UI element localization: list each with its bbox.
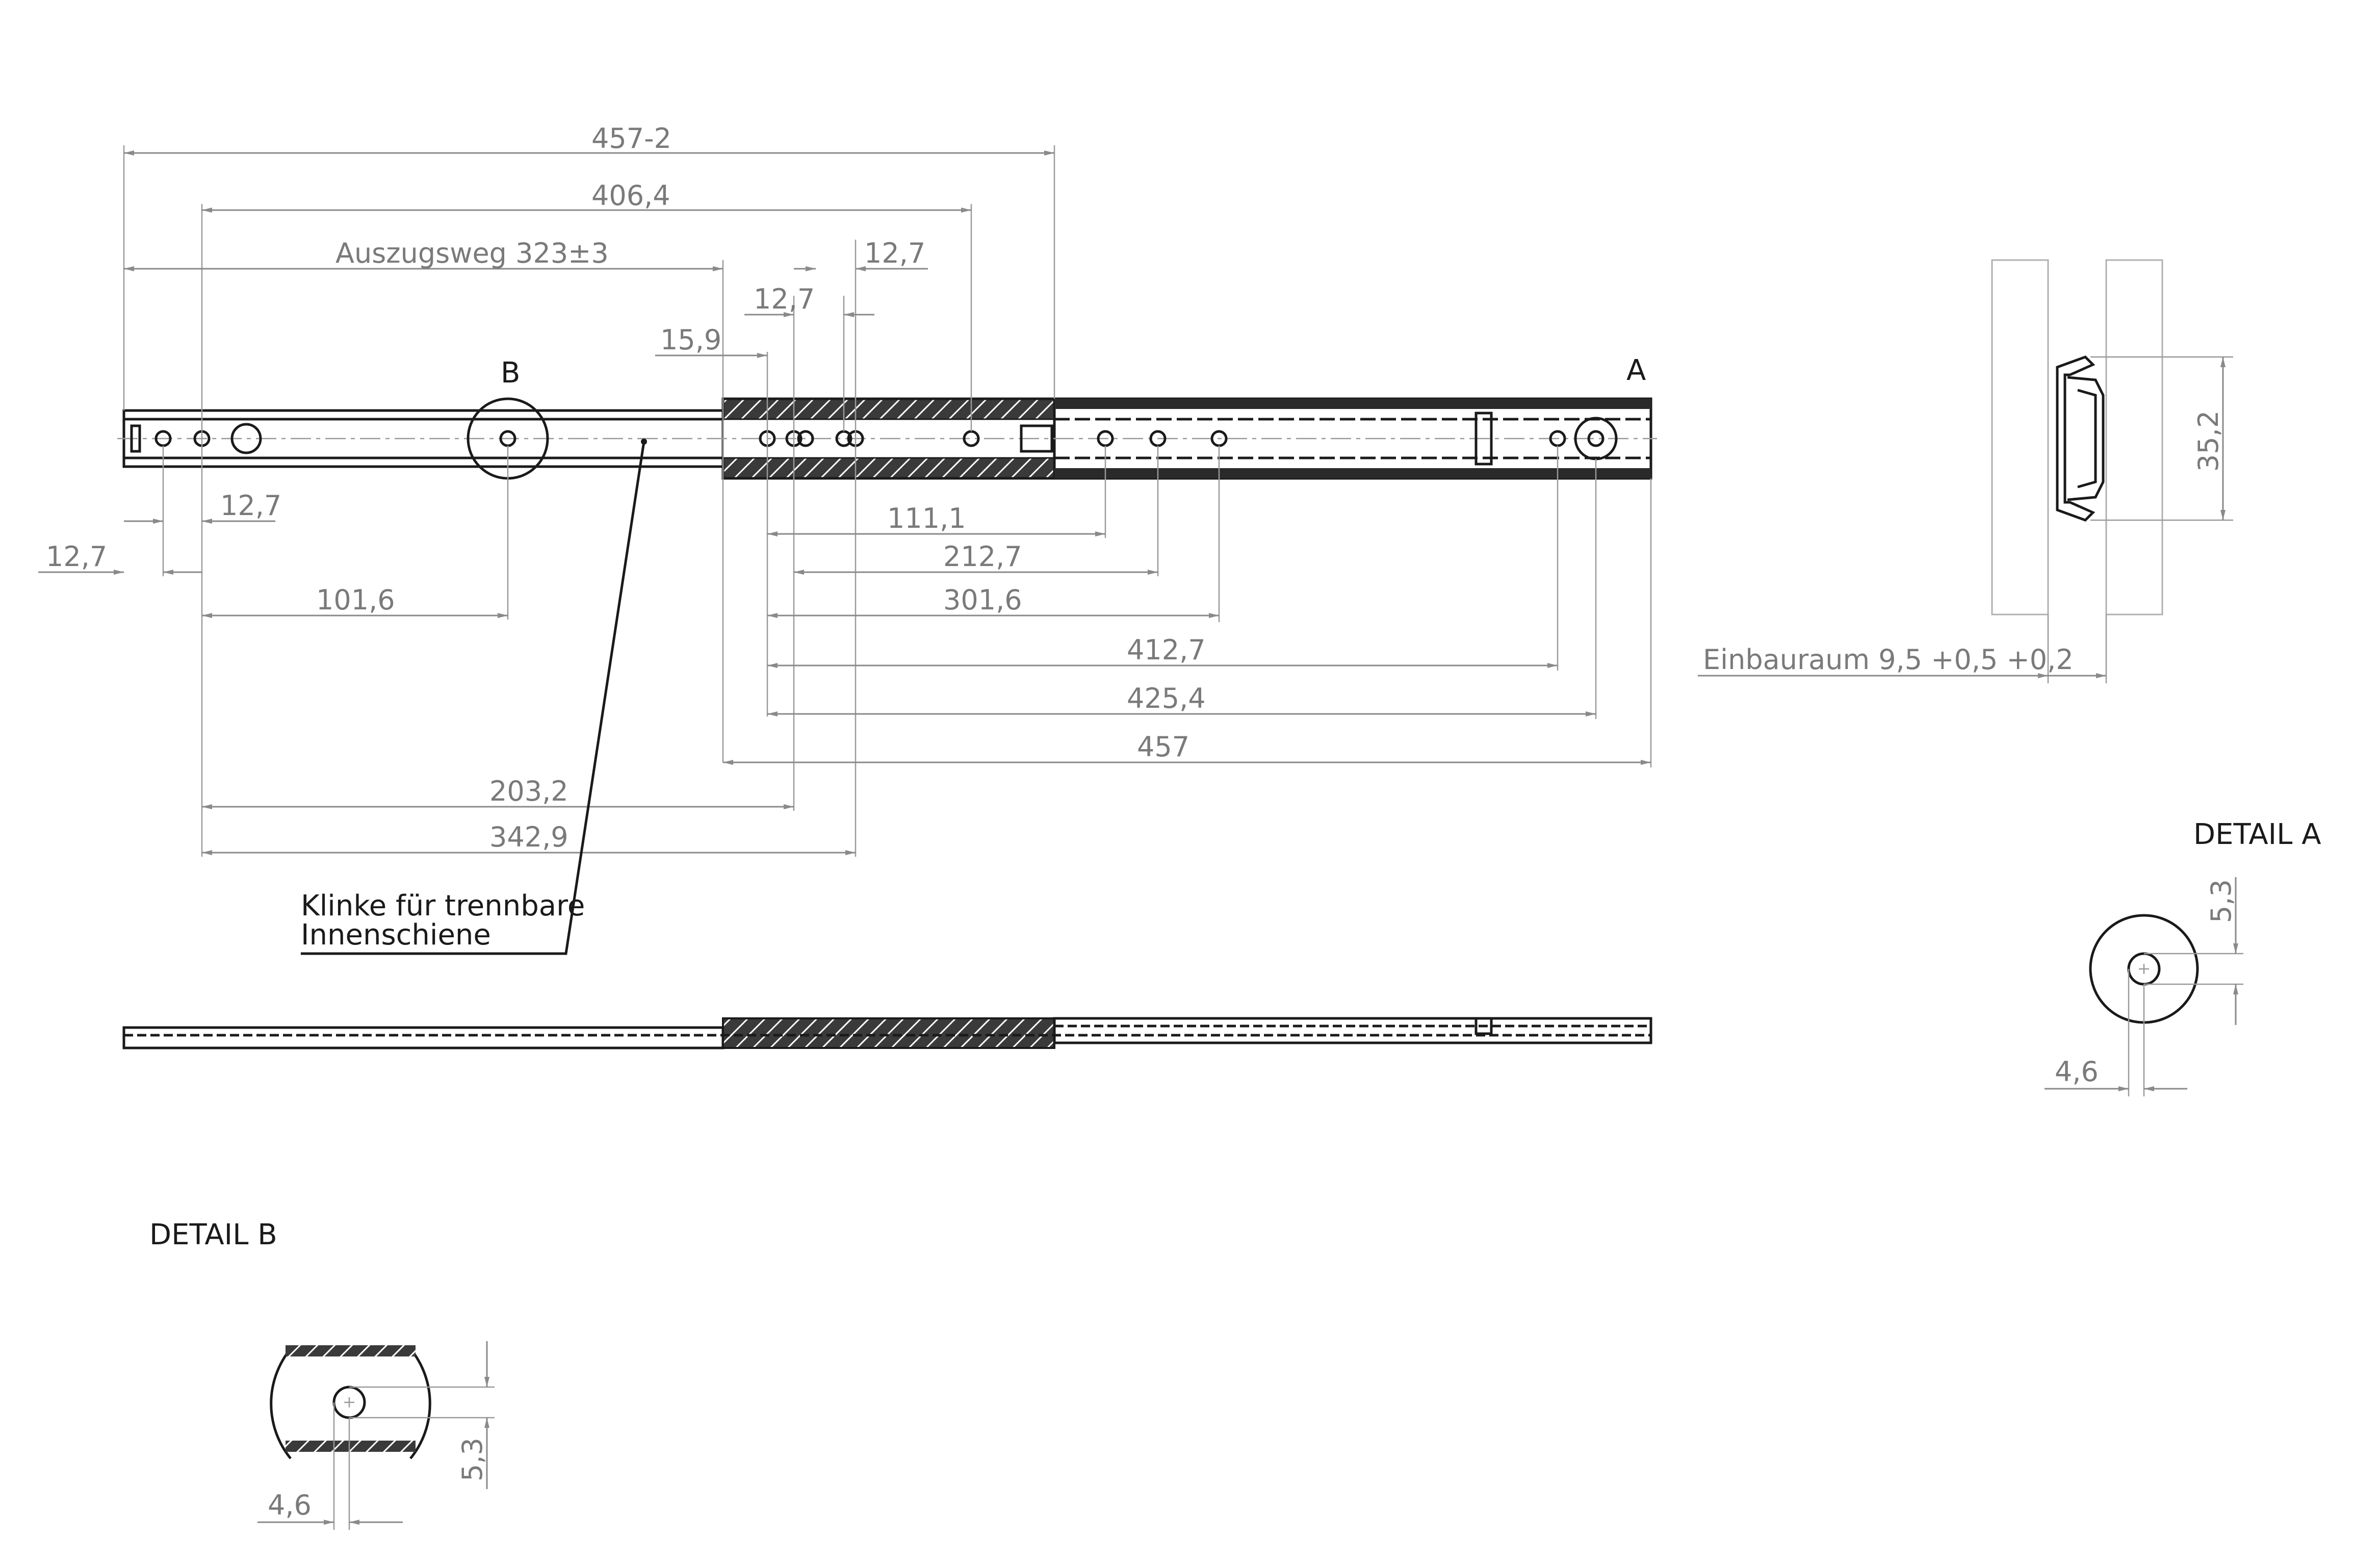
marker-a: A — [1626, 354, 1646, 387]
dim-height: 35,2 — [2192, 411, 2224, 472]
dim-342: 342,9 — [489, 821, 568, 853]
dim-travel: Auszugsweg 323±3 — [335, 237, 609, 269]
detail-a-title: DETAIL A — [2193, 818, 2321, 851]
dim-457: 457 — [1137, 731, 1189, 763]
dim-install-space: Einbauraum 9,5 +0,5 +0,2 — [1703, 644, 2074, 676]
dim-203: 203,2 — [489, 775, 568, 807]
dim-to-b: 101,6 — [316, 584, 395, 616]
detail-b-hole-dim: 5,3 — [456, 1438, 488, 1481]
cabinet-wall-left — [1991, 259, 2049, 616]
dimension-lines-left — [38, 446, 856, 855]
dim-301: 301,6 — [943, 584, 1022, 616]
dim-pitch-left: 12,7 — [754, 283, 815, 315]
detail-a-hole-dim: 5,3 — [2205, 879, 2237, 923]
detail-a-view — [2045, 877, 2243, 1096]
slide-top-view — [122, 1017, 1652, 1049]
dim-pitch-right: 12,7 — [864, 237, 925, 269]
note-line-1: Klinke für trennbare — [301, 889, 585, 923]
dim-212: 212,7 — [943, 541, 1022, 573]
detail-a-offset-dim: 4,6 — [2055, 1056, 2099, 1088]
dim-425: 425,4 — [1127, 682, 1206, 714]
slide-side-view — [117, 397, 1657, 480]
dim-111: 111,1 — [887, 502, 966, 534]
detail-b-view — [257, 1341, 495, 1530]
dim-overall: 457-2 — [591, 122, 671, 155]
dim-left-edge: 12,7 — [46, 541, 107, 573]
outer-rail — [1053, 397, 1652, 480]
dim-hole-span: 406,4 — [591, 180, 670, 212]
cross-section-view — [1698, 259, 2233, 683]
dimension-lines-top — [123, 145, 1055, 857]
dim-left-pitch: 12,7 — [220, 490, 281, 522]
dim-offset: 15,9 — [660, 324, 721, 356]
cabinet-wall-right — [2105, 259, 2163, 616]
detail-b-offset-dim: 4,6 — [268, 1489, 312, 1521]
marker-b: B — [501, 356, 520, 390]
note-leader — [301, 441, 645, 955]
dimension-lines-right — [723, 446, 1652, 767]
detail-b-title: DETAIL B — [149, 1218, 277, 1251]
dim-412: 412,7 — [1127, 634, 1206, 666]
note-line-2: Innenschiene — [301, 918, 491, 952]
